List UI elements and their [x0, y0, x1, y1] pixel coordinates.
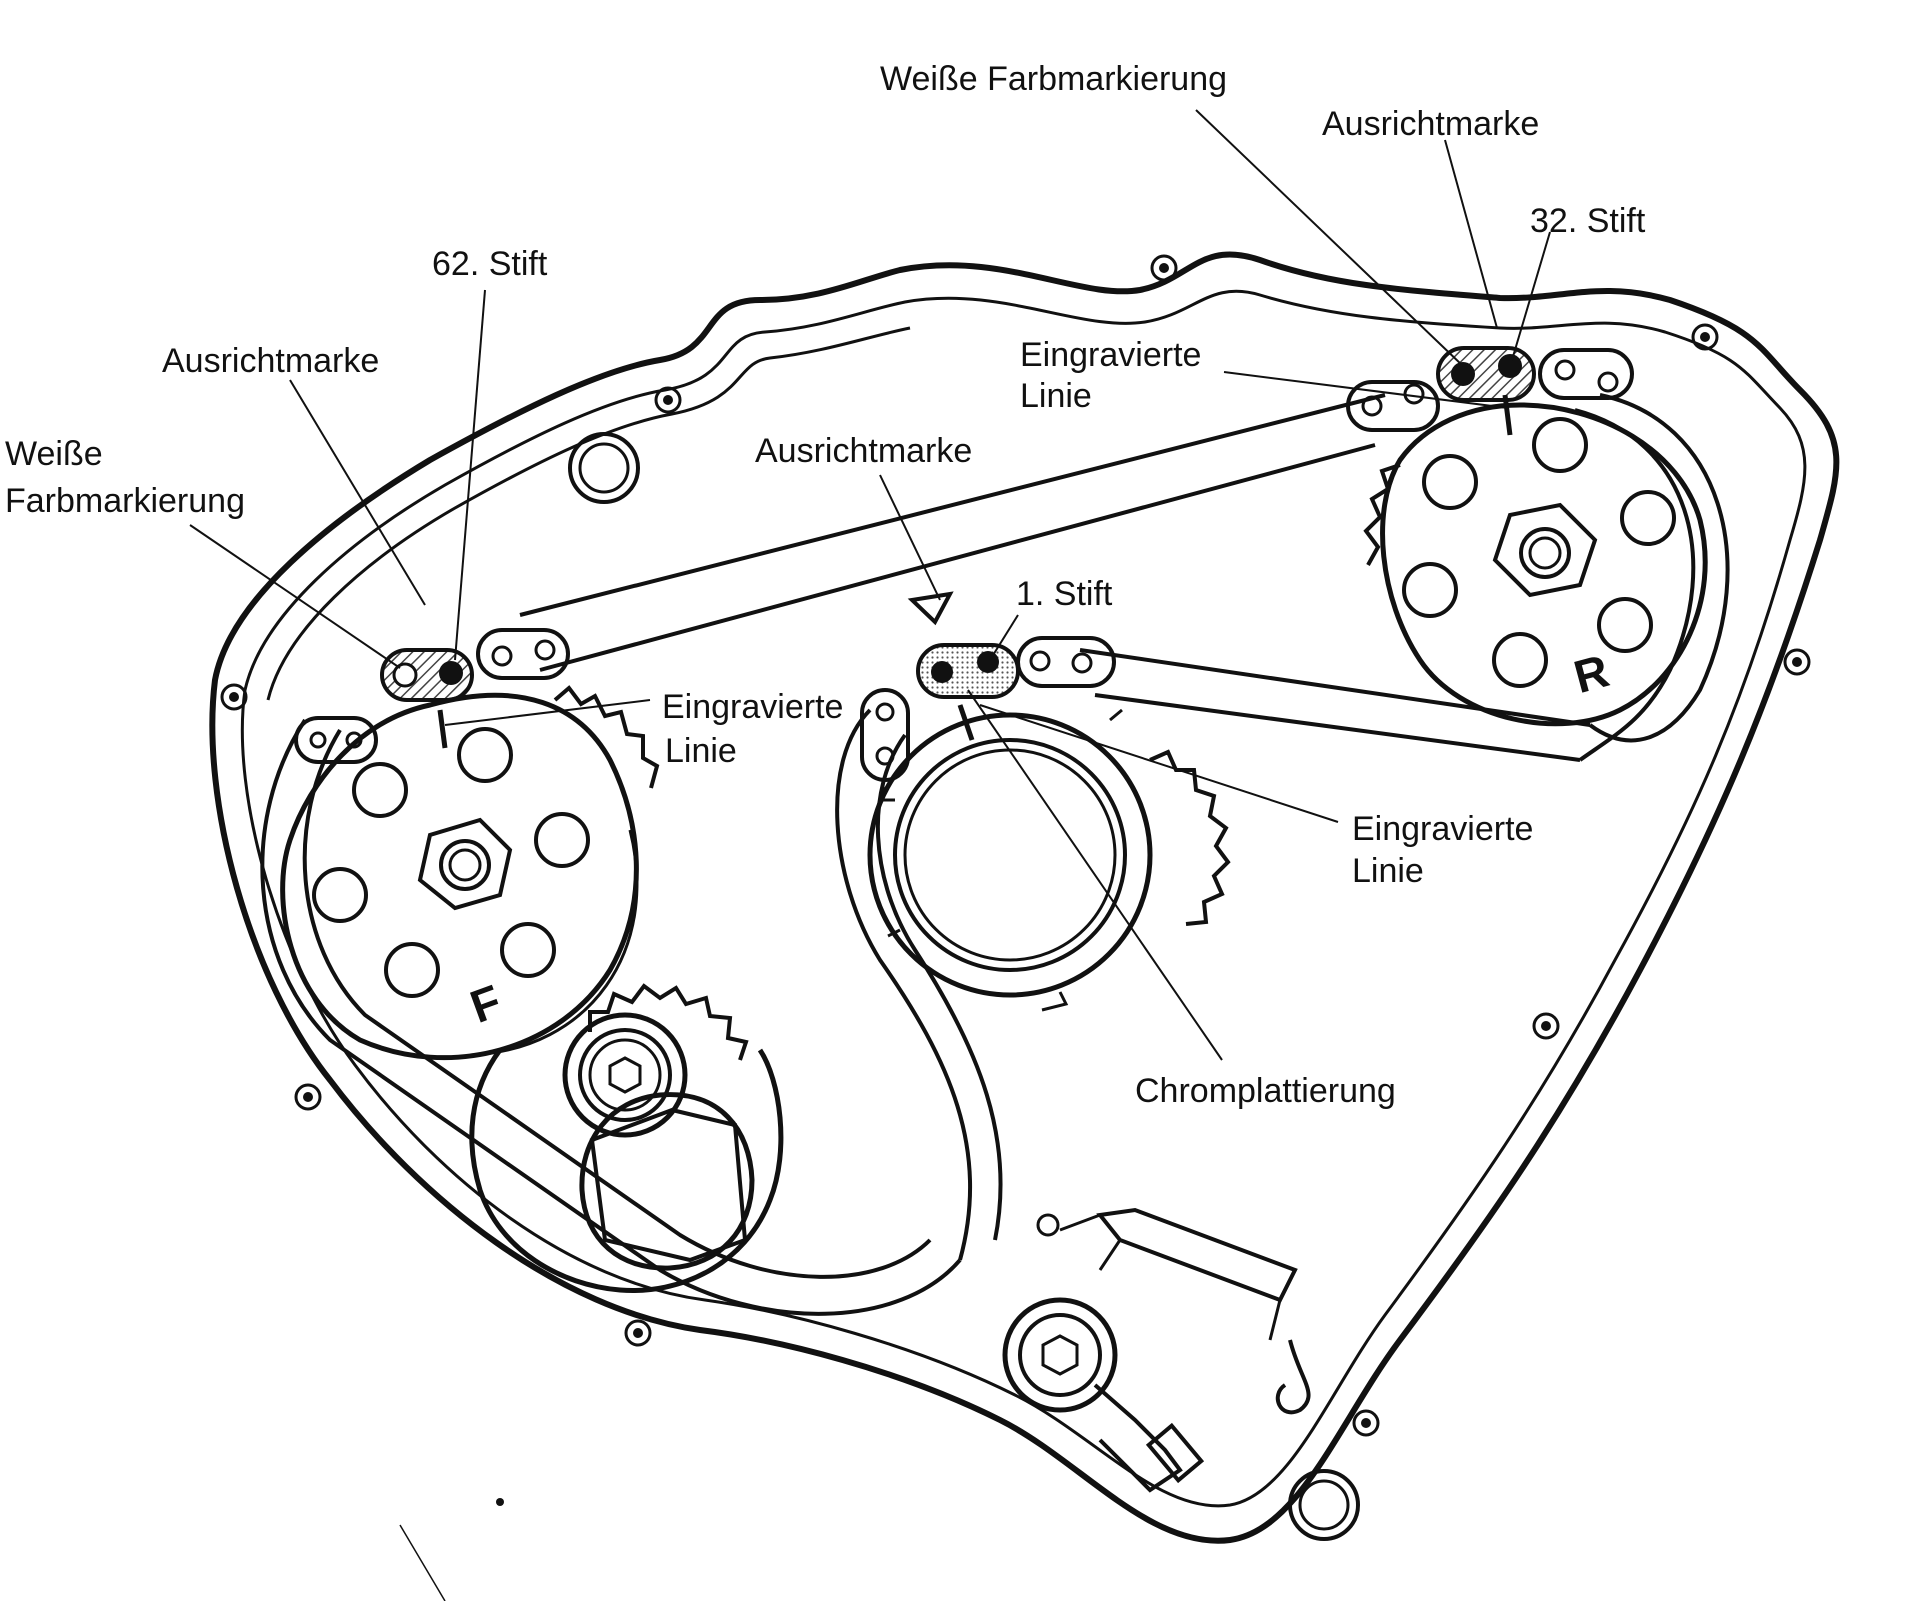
rear-cam-sprocket: R [1363, 394, 1708, 727]
lower-drive-sprocket [469, 983, 784, 1294]
chain-link [476, 628, 570, 680]
label-align-mark-top-right: Ausrichtmarke [1322, 105, 1539, 143]
label-engraved-top-right-2: Linie [1020, 377, 1092, 415]
bolt-hole-icon [1150, 254, 1178, 282]
bolt-hole-icon [624, 1319, 652, 1347]
boss-ring [568, 432, 640, 504]
crank-sprocket [867, 704, 1231, 1012]
alignment-triangle-icon [907, 591, 954, 626]
chain-link [1346, 380, 1440, 432]
label-white-paint-left-2: Farbmarkierung [5, 482, 245, 520]
leader-lines [189, 109, 1551, 1061]
label-engraved-top-right-1: Eingravierte [1020, 336, 1201, 374]
label-pin-62: 62. Stift [432, 245, 548, 283]
timing-chain [260, 393, 1730, 1316]
idler-pulley [562, 1012, 688, 1138]
chain-tensioner [1002, 1207, 1311, 1493]
label-engraved-center-1: Eingravierte [1352, 810, 1533, 848]
bolt-hole-icon [1352, 1409, 1380, 1437]
front-gear-letter: F [464, 974, 508, 1032]
chain-link [1538, 348, 1634, 400]
scan-artifacts [399, 1498, 504, 1602]
bolt-hole-icon [1783, 648, 1811, 676]
chain-link [860, 688, 910, 782]
front-cam-sprocket: F [280, 685, 660, 1061]
labels: Weiße Farbmarkierung Ausrichtmarke 32. S… [5, 60, 1646, 1110]
white-paint-link-left [380, 648, 474, 702]
chain-link [1016, 636, 1116, 688]
boss-ring [1288, 1469, 1360, 1541]
hex-socket-icon [608, 1056, 642, 1094]
bolt-hole-icon [1532, 1012, 1560, 1040]
cover-housing [209, 251, 1840, 1544]
bolt-holes [220, 254, 1811, 1541]
bolt-hole-icon [654, 386, 682, 414]
label-engraved-left-1: Eingravierte [662, 688, 843, 726]
rear-gear-letter: R [1569, 644, 1615, 703]
hex-nut-icon [1492, 502, 1598, 598]
label-pin-32: 32. Stift [1530, 202, 1646, 240]
label-engraved-left-2: Linie [665, 732, 737, 770]
hex-socket-icon [1041, 1334, 1079, 1376]
label-white-paint-top: Weiße Farbmarkierung [880, 60, 1227, 98]
chrome-plated-link [916, 643, 1020, 699]
label-align-mark-left: Ausrichtmarke [162, 342, 379, 380]
label-engraved-center-2: Linie [1352, 852, 1424, 890]
hex-nut-icon [417, 817, 513, 911]
white-paint-link-top [1436, 346, 1536, 402]
label-align-mark-center: Ausrichtmarke [755, 432, 972, 470]
label-pin-1: 1. Stift [1016, 575, 1113, 613]
chain-links [294, 346, 1634, 782]
bolt-hole-icon [220, 683, 248, 711]
bolt-hole-icon [294, 1083, 322, 1111]
label-white-paint-left-1: Weiße [5, 435, 103, 473]
label-chrome-plating: Chromplattierung [1135, 1072, 1396, 1110]
bolt-hole-icon [1691, 323, 1719, 351]
